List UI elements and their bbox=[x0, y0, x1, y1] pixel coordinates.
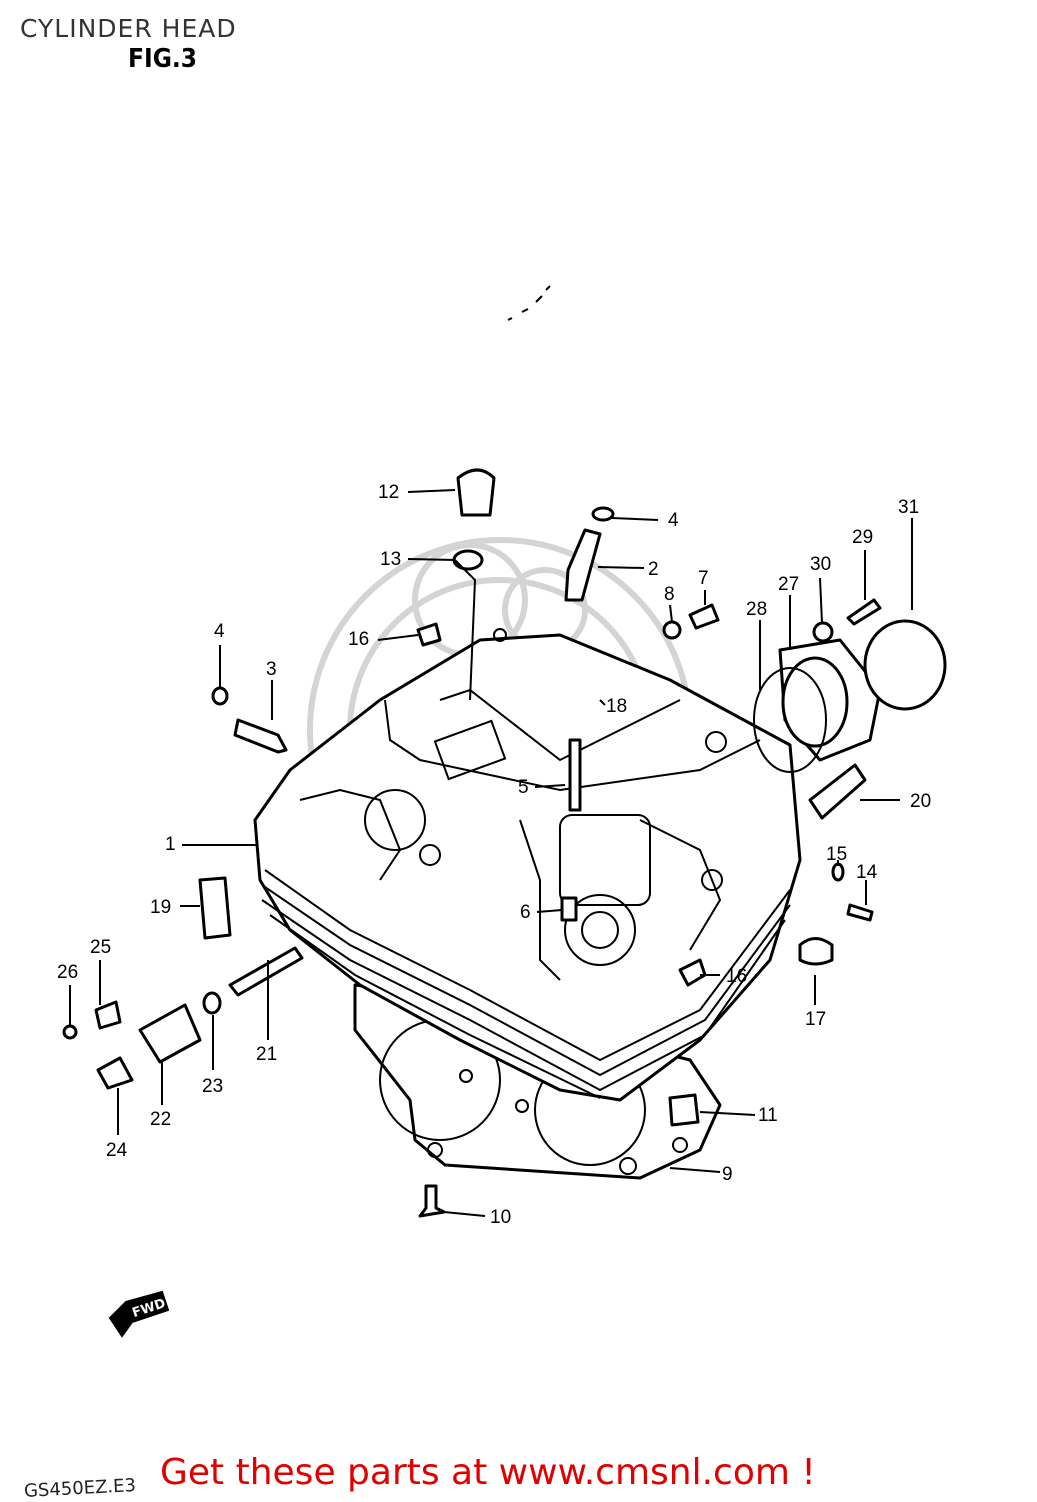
part-16-plug bbox=[416, 622, 442, 647]
callout-15: 15 bbox=[826, 844, 847, 865]
callout-20: 20 bbox=[910, 791, 931, 812]
part-20-sensor bbox=[808, 763, 867, 820]
callout-3: 3 bbox=[266, 659, 277, 680]
callout-29: 29 bbox=[852, 527, 873, 548]
part-21-gear-shaft bbox=[228, 946, 304, 997]
fwd-arrow-icon: FWD bbox=[108, 1290, 170, 1338]
callout-22: 22 bbox=[150, 1109, 171, 1130]
callout-11: 11 bbox=[758, 1105, 778, 1126]
callout-17: 17 bbox=[805, 1009, 826, 1030]
callout-19: 19 bbox=[150, 897, 171, 918]
callout-31: 31 bbox=[898, 497, 919, 518]
small-parts bbox=[62, 468, 947, 1218]
diagram-title: CYLINDER HEAD bbox=[20, 14, 237, 43]
callout-8: 8 bbox=[664, 584, 675, 605]
part-8-washer bbox=[662, 620, 682, 640]
callout-12: 12 bbox=[378, 482, 399, 503]
part-15-washer bbox=[831, 862, 845, 882]
callout-13: 13 bbox=[380, 549, 401, 570]
callout-6: 6 bbox=[520, 902, 531, 923]
part-5-bolt bbox=[568, 738, 582, 812]
part-29-screw bbox=[846, 598, 882, 626]
part-17-cap bbox=[798, 937, 834, 966]
part-11-dowel bbox=[668, 1093, 700, 1127]
part-22-housing bbox=[138, 1003, 202, 1064]
part-26-screw bbox=[62, 1024, 78, 1040]
part-2-guide bbox=[564, 528, 602, 602]
part-3-guide bbox=[233, 718, 288, 754]
callout-labels: 1 2 3 4 4 5 6 7 8 9 10 11 12 13 14 15 16… bbox=[57, 482, 931, 1228]
callout-27: 27 bbox=[778, 574, 799, 595]
part-6-plug bbox=[560, 896, 578, 922]
callout-16-lower: 16 bbox=[726, 966, 747, 987]
part-4-clip-left bbox=[211, 686, 229, 706]
callout-14: 14 bbox=[856, 862, 878, 883]
part-13-washer bbox=[452, 549, 484, 571]
callout-4-left: 4 bbox=[214, 621, 225, 642]
callout-10: 10 bbox=[490, 1207, 511, 1228]
callout-25: 25 bbox=[90, 937, 111, 958]
callout-4: 4 bbox=[668, 510, 679, 531]
callout-1: 1 bbox=[165, 834, 176, 855]
callout-2: 2 bbox=[648, 559, 659, 580]
part-23-oring bbox=[202, 991, 222, 1015]
callout-16: 16 bbox=[348, 629, 369, 650]
callout-30: 30 bbox=[810, 554, 831, 575]
cylinder-head-body bbox=[253, 628, 802, 1102]
part-14-screw bbox=[846, 903, 874, 922]
leader-lines bbox=[69, 489, 913, 1217]
callout-23: 23 bbox=[202, 1076, 223, 1097]
part-19-damper bbox=[198, 876, 232, 940]
callout-21: 21 bbox=[256, 1044, 277, 1065]
part-30-nut bbox=[812, 621, 834, 643]
callout-7: 7 bbox=[698, 568, 709, 589]
part-12-cap bbox=[456, 468, 496, 517]
figure-number: FIG.3 bbox=[128, 44, 198, 74]
callout-24: 24 bbox=[106, 1140, 128, 1161]
part-31-clamp bbox=[863, 619, 947, 711]
callout-5: 5 bbox=[518, 777, 529, 798]
promo-banner[interactable]: Get these parts at www.cmsnl.com ! bbox=[160, 1452, 816, 1493]
part-25-plate bbox=[94, 1000, 122, 1030]
callout-18: 18 bbox=[606, 696, 627, 717]
part-24-plug bbox=[96, 1056, 134, 1090]
part-10-bolt bbox=[418, 1184, 446, 1218]
callout-9: 9 bbox=[722, 1164, 733, 1185]
callout-26: 26 bbox=[57, 962, 78, 983]
callout-28: 28 bbox=[746, 599, 767, 620]
part-4-clip bbox=[591, 506, 615, 522]
part-7-bolt bbox=[688, 603, 720, 630]
part-28-oring bbox=[781, 656, 849, 748]
